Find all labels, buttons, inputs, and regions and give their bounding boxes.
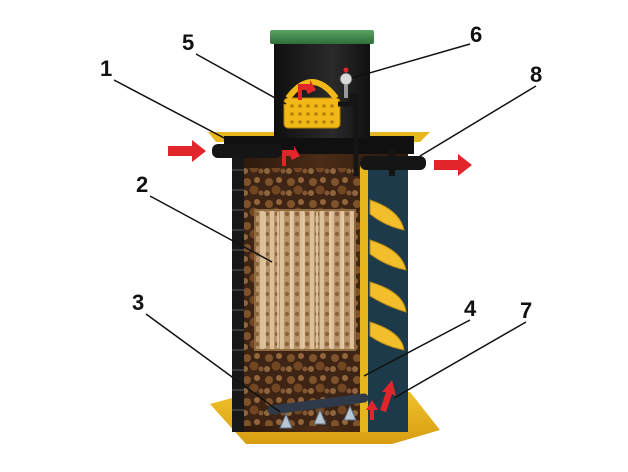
cassette-slats bbox=[264, 212, 344, 348]
callout-6: 6 bbox=[470, 22, 482, 47]
callout-3: 3 bbox=[132, 290, 144, 315]
bio-carriers bbox=[369, 199, 407, 351]
callout-5: 5 bbox=[182, 30, 194, 55]
callout-1: 1 bbox=[100, 56, 112, 81]
compressor-unit bbox=[283, 79, 341, 129]
flow-arrows bbox=[168, 80, 472, 420]
up-arrow-left bbox=[366, 400, 378, 420]
callout-7: 7 bbox=[520, 298, 532, 323]
callout-4: 4 bbox=[464, 296, 477, 321]
callout-2: 2 bbox=[136, 172, 148, 197]
lid bbox=[270, 30, 374, 44]
callout-8: 8 bbox=[530, 62, 542, 87]
leader-lines bbox=[113, 43, 537, 413]
inlet-pipe bbox=[212, 144, 282, 158]
callout-labels: 1 2 3 4 5 6 7 8 bbox=[100, 22, 542, 323]
drop-arrow bbox=[282, 146, 300, 166]
up-arrow-right bbox=[380, 380, 396, 412]
compressor-arrow bbox=[298, 80, 316, 100]
outflow-arrow bbox=[434, 154, 472, 176]
air-line bbox=[338, 93, 359, 176]
level-indicator bbox=[339, 67, 353, 98]
aeration-pipes bbox=[267, 393, 369, 429]
inflow-arrow bbox=[168, 140, 206, 162]
wall-ribs bbox=[232, 169, 244, 411]
partition-wall bbox=[360, 160, 368, 432]
